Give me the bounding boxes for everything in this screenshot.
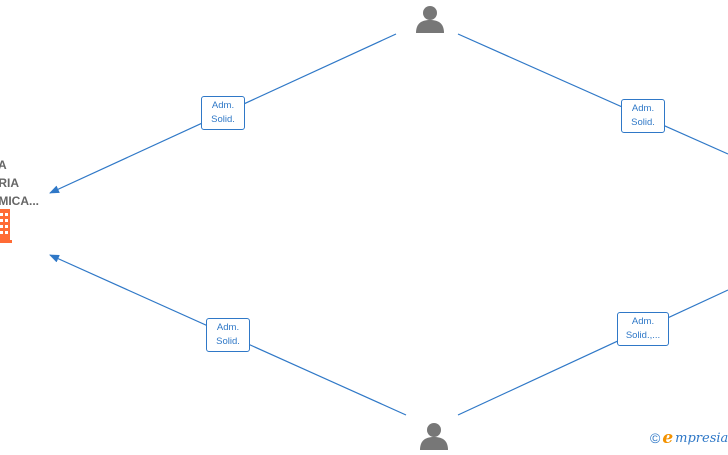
brand-logo[interactable]: © e mpresia (650, 428, 728, 448)
edge-label-role: Adm. (631, 316, 655, 327)
edge-label-type: Solid.,... (625, 330, 661, 341)
brand-e-letter: e (662, 428, 674, 448)
copyright-symbol: © (650, 430, 661, 446)
person-icon-bottom[interactable] (419, 422, 449, 455)
company-name[interactable]: A ORIA OMICA... (0, 156, 60, 210)
company-name-line-2: ORIA (0, 176, 19, 190)
edge-label-role: Adm. (216, 322, 240, 333)
edge-line-bottom-right (457, 289, 728, 416)
brand-name: mpresia (675, 430, 728, 446)
edge-label-role: Adm. (631, 103, 655, 114)
edge-label-bottom-right[interactable]: Adm. Solid.,... (617, 312, 669, 346)
company-name-line-1: A (0, 158, 7, 172)
edge-label-top-right[interactable]: Adm. Solid. (621, 99, 665, 133)
company-name-line-3: OMICA... (0, 194, 39, 208)
edge-label-type: Solid. (631, 117, 655, 128)
edge-label-type: Solid. (216, 336, 240, 347)
edge-line-top-right (457, 33, 728, 155)
edge-label-role: Adm. (211, 100, 235, 111)
edge-label-top-left[interactable]: Adm. Solid. (201, 96, 245, 130)
building-icon[interactable] (0, 209, 12, 248)
edge-label-bottom-left[interactable]: Adm. Solid. (206, 318, 250, 352)
person-icon-top[interactable] (415, 5, 445, 38)
edge-label-type: Solid. (211, 114, 235, 125)
